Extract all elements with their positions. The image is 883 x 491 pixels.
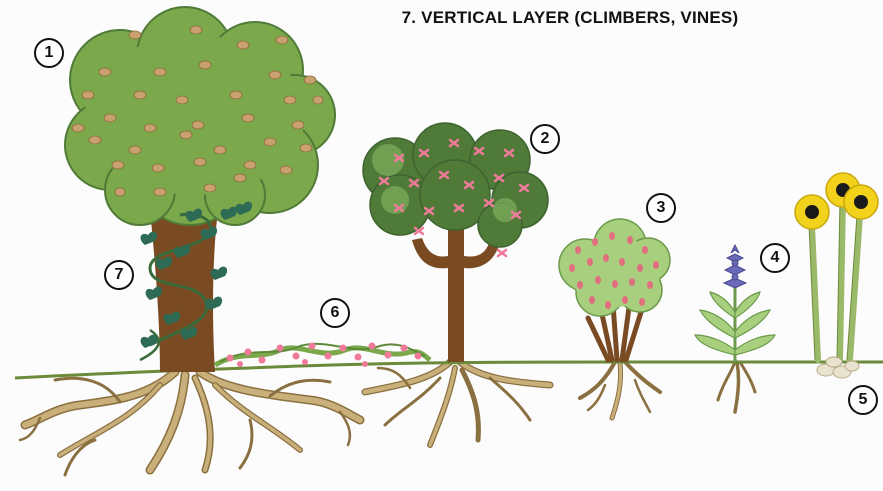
herb-roots [718,362,755,412]
small-tree-roots [365,362,550,445]
marker-2: 2 [530,124,560,154]
big-tree-roots [20,372,360,475]
marker-4: 4 [760,243,790,273]
roots [20,362,755,475]
marker-1: 1 [34,38,64,68]
shrub [559,219,670,360]
marker-5: 5 [848,385,878,415]
diagram-title: 7. VERTICAL LAYER (CLIMBERS, VINES) [330,8,810,28]
marker-7: 7 [104,260,134,290]
shrub-roots [580,362,660,418]
small-tree [363,123,548,362]
marker-6: 6 [320,298,350,328]
marker-3: 3 [646,193,676,223]
root-crops [795,173,878,378]
